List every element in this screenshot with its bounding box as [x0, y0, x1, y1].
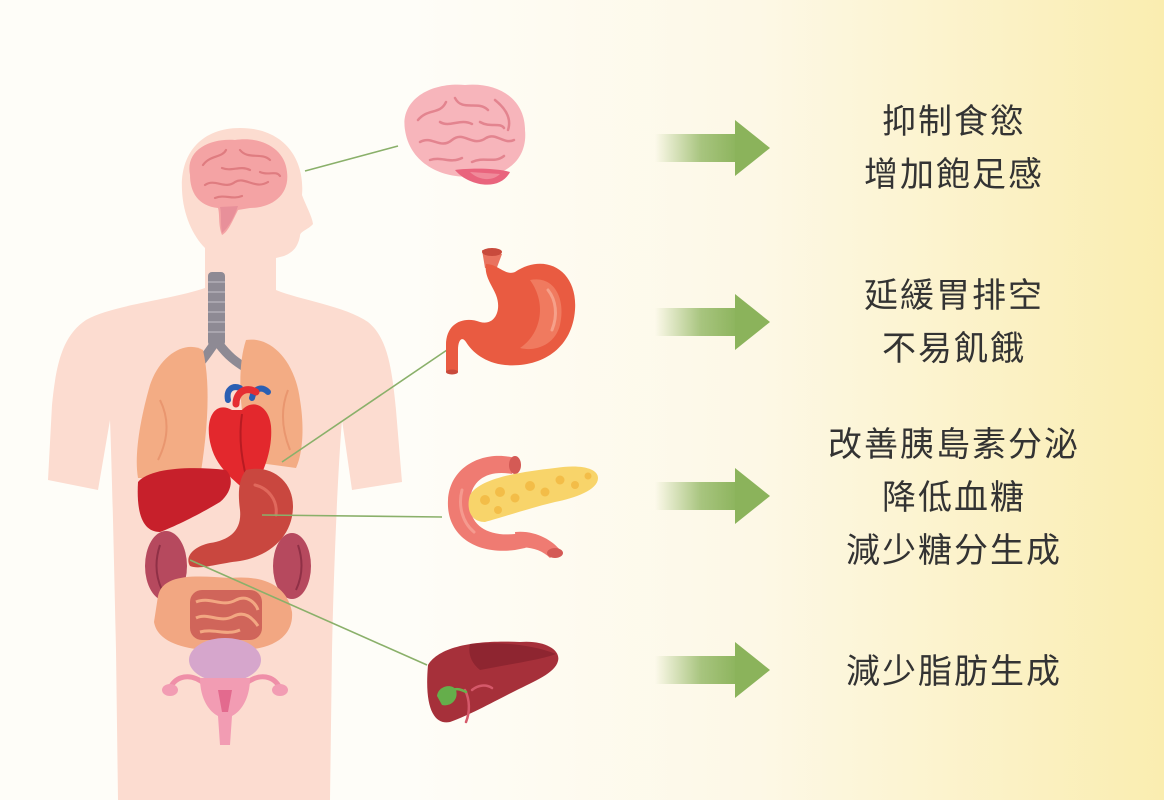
brain-icon [404, 84, 526, 185]
connector-pancreas [261, 514, 443, 518]
effect-text: 減少脂肪生成 [846, 652, 1062, 692]
effect-text: 抑制食慾 [882, 102, 1026, 142]
effects-stomach: 延緩胃排空 不易飢餓 [804, 270, 1104, 376]
head-brain [189, 139, 288, 235]
arrows [655, 120, 770, 698]
effect-text: 不易飢餓 [882, 329, 1026, 369]
body-organs [136, 139, 311, 745]
arrow-row-1 [655, 120, 770, 176]
effect-text: 改善胰島素分泌 [828, 425, 1080, 465]
effect-text: 延緩胃排空 [864, 276, 1044, 316]
effects-brain: 抑制食慾 增加飽足感 [804, 96, 1104, 202]
pancreas-icon [447, 455, 598, 558]
connector-lines [189, 145, 448, 666]
effect-text: 降低血糖 [882, 478, 1026, 518]
arrow-row-2 [655, 294, 770, 350]
effects-pancreas: 改善胰島素分泌 降低血糖 減少糖分生成 [804, 419, 1104, 578]
stomach-icon [446, 248, 576, 375]
connector-brain [304, 145, 399, 172]
effect-text: 增加飽足感 [864, 155, 1044, 195]
intestines [154, 576, 293, 651]
uterus [162, 674, 288, 745]
bladder [189, 638, 261, 682]
arrow-row-3 [655, 468, 770, 524]
effects-liver: 減少脂肪生成 [804, 646, 1104, 699]
connector-liver [189, 559, 428, 666]
effect-text: 減少糖分生成 [846, 531, 1062, 571]
liver [137, 468, 231, 532]
connector-stomach [281, 349, 448, 463]
liver-icon [427, 641, 559, 724]
arrow-row-4 [655, 642, 770, 698]
stomach [188, 468, 293, 568]
